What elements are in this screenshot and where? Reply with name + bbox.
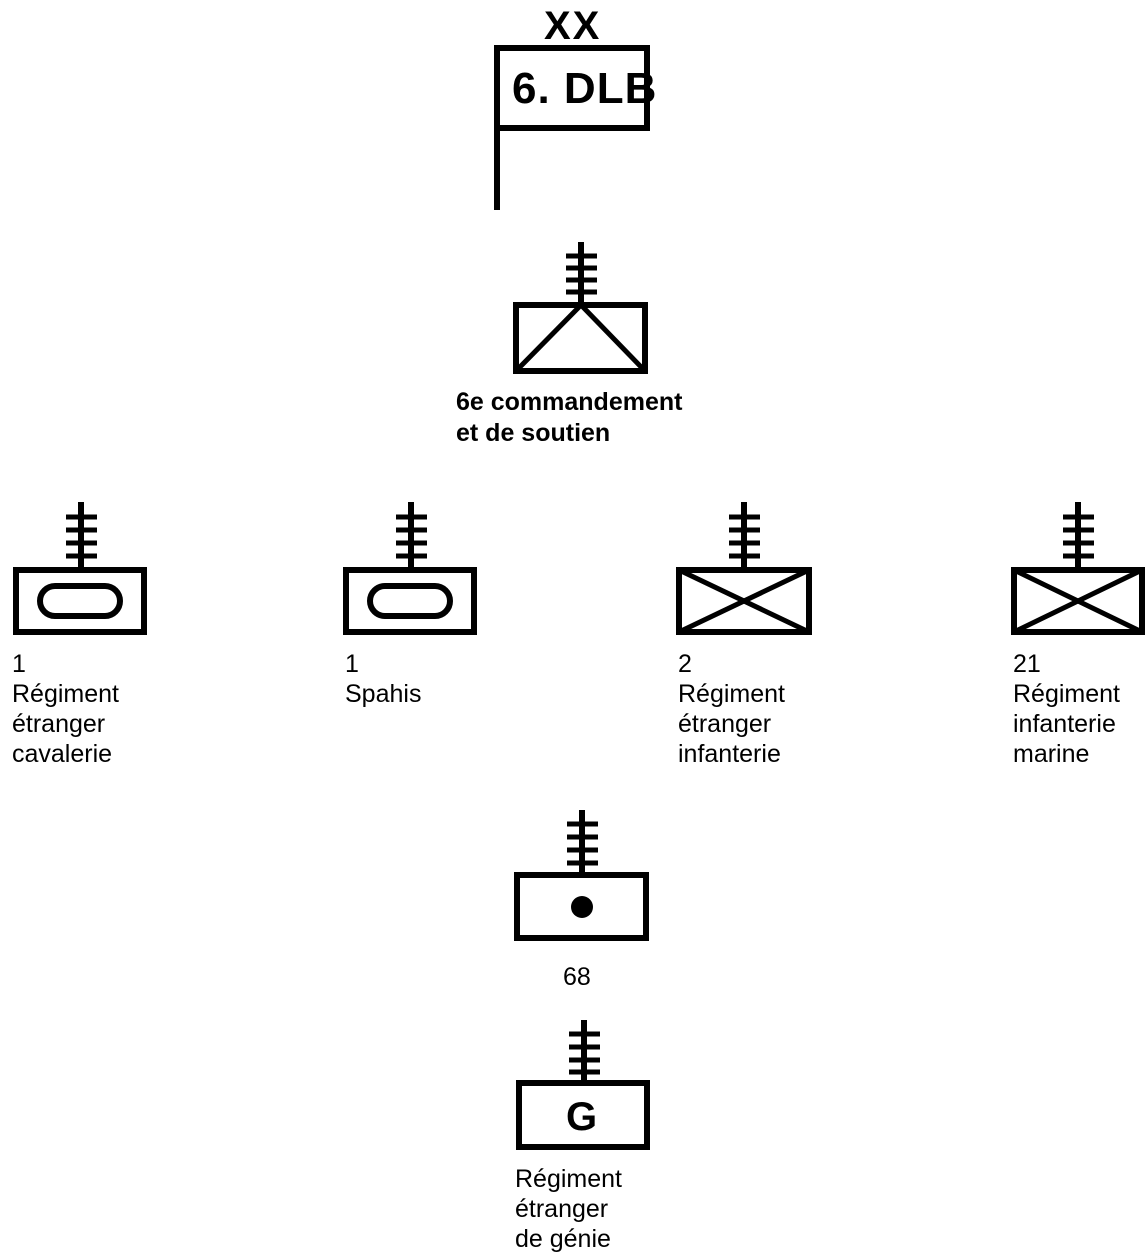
hq-label: 6e commandement et de soutien	[456, 387, 682, 449]
unit-label-line: cavalerie	[12, 740, 113, 768]
unit-label-line: 2	[678, 650, 692, 678]
engineer-letter: G	[566, 1095, 598, 1139]
unit-label-line: étranger	[678, 710, 772, 738]
engineer-label: Régiment étranger de génie	[515, 1164, 622, 1254]
unit-label-line: Régiment	[1013, 680, 1120, 708]
unit-label-line: 1	[345, 650, 359, 678]
artillery-label: 68	[563, 963, 591, 991]
division-echelon: XX	[544, 4, 602, 48]
unit-label-line: marine	[1013, 740, 1090, 768]
unit-label-line: 21	[1013, 650, 1041, 678]
unit-label-line: infanterie	[678, 740, 781, 768]
unit-label-line: Spahis	[345, 680, 422, 708]
unit-label-1: 1 Régiment étranger cavalerie	[12, 649, 119, 769]
hq-label-line1: 6e commandement	[456, 388, 683, 416]
unit-label-line: étranger	[12, 710, 106, 738]
unit-label-line: Régiment	[678, 680, 785, 708]
hq-label-line2: et de soutien	[456, 419, 611, 447]
unit-label-2: 1 Spahis	[345, 649, 421, 709]
unit-label-line: 1	[12, 650, 26, 678]
unit-label-4: 21 Régiment infanterie marine	[1013, 649, 1120, 769]
division-name: 6. DLB	[512, 64, 658, 113]
unit-label-3: 2 Régiment étranger infanterie	[678, 649, 785, 769]
unit-label-line: Régiment	[515, 1165, 622, 1193]
unit-label-line: de génie	[515, 1225, 611, 1253]
unit-label-line: infanterie	[1013, 710, 1116, 738]
unit-label-line: étranger	[515, 1195, 609, 1223]
unit-label-line: Régiment	[12, 680, 119, 708]
